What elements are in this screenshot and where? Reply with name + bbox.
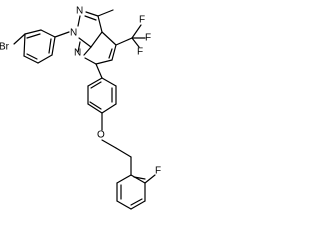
atom-labels: Br N N N O F F F F [0,6,161,177]
bond [95,59,113,65]
bond [37,54,53,64]
bond [89,101,102,110]
bond [97,9,114,17]
bond [108,48,113,59]
bond [24,29,42,35]
bond [54,31,70,38]
bond [115,147,132,158]
bond [101,31,117,46]
bond [115,37,133,46]
bond [131,37,140,48]
bond [85,11,99,17]
bond [87,77,103,87]
bond [130,174,146,184]
fluorine-label-2: F [145,33,151,44]
bond [48,38,52,54]
bond [51,36,56,56]
bond [95,63,103,79]
bond [97,15,103,33]
n7-label: N [74,48,81,59]
aryl-fluorine-label: F [155,166,161,177]
bond [26,53,38,60]
bond [133,176,146,180]
bond [78,37,92,48]
bond [83,46,92,56]
bond [13,33,26,45]
bond [90,31,103,48]
bond [84,57,97,65]
bond [84,15,97,21]
bond [77,41,81,53]
bond [116,200,132,210]
bond [111,44,117,61]
bromine-label: Br [0,42,10,53]
bond [130,200,146,210]
bond [23,55,39,64]
bond [87,103,103,114]
bond [40,29,56,38]
bond [77,15,81,27]
n2-label: N [76,6,83,17]
bond [131,24,142,39]
bond [26,33,41,39]
bond [144,174,156,184]
bond [101,77,117,87]
bonds [13,9,156,210]
bond [90,81,102,89]
bond [130,198,143,206]
oxygen-label: O [97,130,105,141]
fluorine-label-1: F [139,15,145,26]
bond [101,139,117,149]
bond [23,33,26,57]
fluorine-label-3: F [137,47,143,58]
bond [116,174,132,184]
structural-formula: Br N N N O F F F F [0,6,161,210]
bond [101,103,117,114]
n1-label: N [70,28,77,39]
